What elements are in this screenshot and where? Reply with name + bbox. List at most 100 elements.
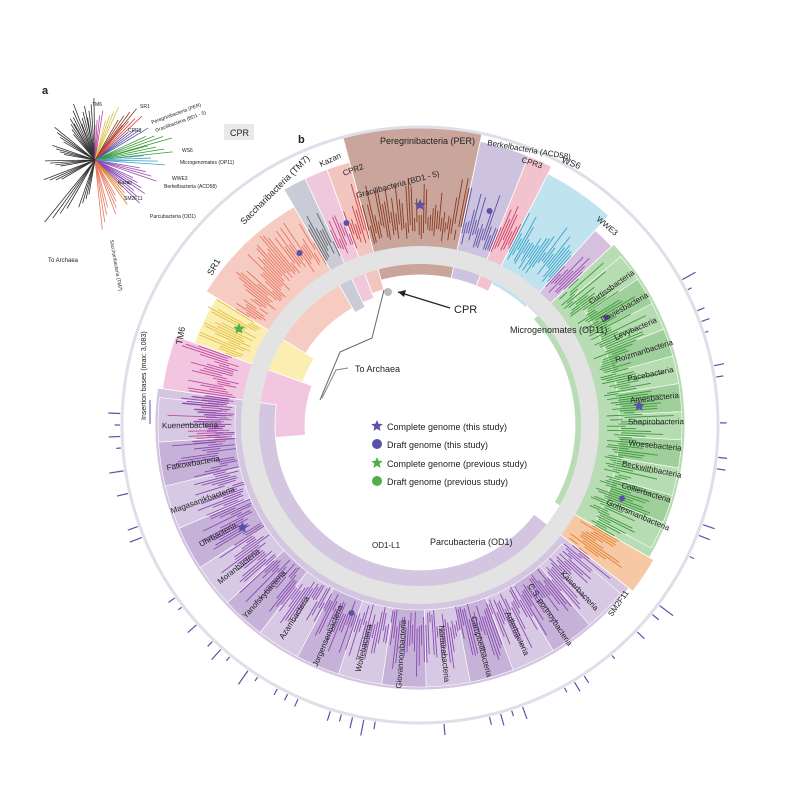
- branch: [238, 277, 270, 303]
- branch: [601, 327, 611, 333]
- inset-branch: [94, 159, 106, 223]
- branch: [212, 488, 238, 498]
- branch: [232, 481, 244, 487]
- branch: [385, 623, 390, 644]
- branch: [240, 272, 269, 297]
- insertion-bar: [716, 468, 726, 471]
- branch: [213, 530, 245, 550]
- branch: [243, 299, 257, 309]
- branch: [306, 216, 330, 258]
- inset-branch: [94, 159, 117, 215]
- branch: [561, 293, 576, 306]
- genome-circle-marker: [486, 208, 493, 215]
- branch: [217, 325, 244, 340]
- branch: [415, 628, 418, 677]
- branch: [274, 237, 296, 264]
- branch: [614, 451, 645, 457]
- branch: [595, 315, 617, 329]
- branch: [195, 485, 225, 496]
- branch: [350, 613, 356, 628]
- branch: [558, 564, 571, 577]
- branch: [600, 331, 618, 341]
- branch: [403, 616, 406, 631]
- branch: [566, 271, 606, 304]
- genome-star-marker: [236, 521, 249, 533]
- branch: [302, 238, 320, 266]
- branch: [407, 178, 411, 226]
- insertion-bar: [652, 614, 660, 621]
- branch: [395, 620, 401, 664]
- branch: [547, 577, 572, 607]
- branch: [199, 334, 237, 351]
- branch: [350, 219, 359, 240]
- branch: [313, 252, 321, 263]
- branch: [205, 518, 249, 542]
- branch: [264, 566, 287, 590]
- branch: [239, 558, 267, 583]
- branch: [313, 602, 325, 622]
- legend-label-0: Complete genome (this study): [387, 422, 507, 432]
- branch: [587, 296, 607, 310]
- cpr-box: [224, 124, 254, 140]
- branch: [332, 600, 338, 611]
- inset-branch: [94, 159, 138, 197]
- branch: [282, 563, 295, 578]
- insertion-bar: [698, 534, 710, 541]
- branch: [604, 507, 635, 522]
- branch: [483, 195, 501, 241]
- branch: [202, 512, 242, 532]
- branch: [199, 331, 245, 352]
- branch: [482, 226, 492, 250]
- branch: [500, 214, 518, 251]
- branch: [606, 475, 621, 481]
- branch: [338, 238, 345, 250]
- branch: [589, 323, 608, 334]
- branch: [392, 626, 398, 669]
- branch: [343, 211, 358, 249]
- branch: [450, 627, 455, 652]
- branch: [257, 256, 291, 291]
- branch: [554, 268, 569, 284]
- genome-circle-marker: [296, 249, 303, 256]
- branch: [202, 447, 221, 451]
- branch: [389, 611, 396, 646]
- branch: [522, 245, 540, 271]
- branch: [422, 183, 425, 234]
- branch: [321, 229, 335, 254]
- branch: [369, 225, 376, 244]
- branch: [216, 299, 254, 323]
- branch: [508, 224, 522, 249]
- branch: [513, 226, 534, 262]
- cpr-arrowhead: [398, 290, 406, 297]
- inset-branch: [94, 148, 165, 161]
- branch: [318, 587, 331, 609]
- branch: [605, 484, 632, 494]
- branch: [606, 413, 643, 417]
- insertion-bar: [611, 655, 616, 660]
- genome-circle-marker: [348, 609, 355, 616]
- branch: [247, 323, 258, 331]
- insertion-bar: [687, 287, 692, 291]
- branch: [405, 185, 410, 233]
- inset-branch: [49, 159, 96, 181]
- branch: [529, 578, 544, 599]
- genome-star-marker: [633, 399, 645, 411]
- branch: [613, 468, 658, 480]
- tree-branches: [167, 177, 674, 677]
- insertion-bar: [177, 606, 183, 611]
- wedge-ws6: [491, 173, 610, 309]
- branch: [259, 235, 291, 273]
- branch: [498, 600, 517, 639]
- branch: [374, 215, 381, 239]
- branch: [199, 353, 239, 368]
- branch: [585, 299, 620, 322]
- branch: [607, 393, 649, 400]
- inset-label-wwe3: WWE3: [172, 176, 188, 182]
- branch: [591, 329, 612, 341]
- branch: [511, 607, 533, 648]
- insertion-bar: [168, 597, 176, 603]
- branch: [488, 599, 505, 637]
- branch: [236, 302, 262, 321]
- branch: [308, 224, 329, 260]
- branch: [334, 215, 348, 246]
